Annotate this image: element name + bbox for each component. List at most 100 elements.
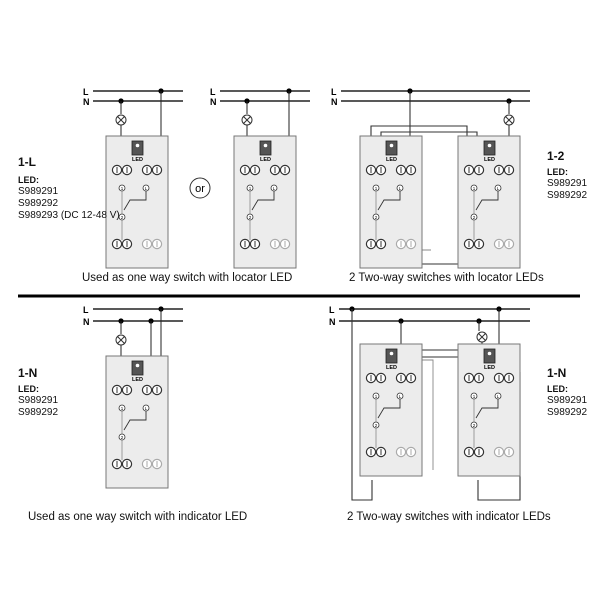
led-icon [263,143,268,148]
lamp-cross [117,116,125,124]
panel-1n-left-caption: Used as one way switch with indicator LE… [28,511,248,523]
led-block [483,140,496,156]
contact-2-label: 2 [473,423,476,428]
led-block [385,348,398,364]
panel-12-model: S989292 [547,190,588,201]
switch-module: LED 1 2 L [105,135,169,269]
led-icon [135,143,140,148]
contact-1-label: 1 [121,406,124,411]
contact-2-label: 2 [375,215,378,220]
led-tag: LED [484,365,495,371]
panel-12-caption: 2 Two-way switches with locator LEDs [349,272,544,284]
switch-lever [123,411,147,431]
panel-1n-right-code: 1-N [547,366,567,380]
contact-1-label: 1 [375,394,378,399]
contact-2-label: 2 [375,423,378,428]
switch-module: LED 1 2 L [457,135,521,269]
panel-1l-code: 1-L [18,155,36,169]
line-label-n: N [83,97,90,107]
contact-2-label: 2 [121,215,124,220]
line-label-l: L [331,87,337,97]
switch-lever [475,399,499,419]
switch-lever [377,191,401,211]
line-label-n: N [329,317,336,327]
switch-module: LED 1 2 L [457,343,521,477]
panel-1n-right-info: 1-N LED: S989291 S989292 [547,367,587,419]
panel-1n-left-code: 1-N [18,366,38,380]
led-tag: LED [484,157,495,163]
lamp-cross [243,116,251,124]
panel-1l-caption: Used as one way switch with locator LED [82,272,293,284]
contact-2-label: 2 [121,435,124,440]
led-block [131,360,144,376]
contact-l-label: L [145,406,148,411]
neutral-return [351,309,373,501]
led-block [385,140,398,156]
contact-l-label: L [497,394,500,399]
or-label: or [195,183,205,195]
led-tag: LED [386,365,397,371]
line-label-n: N [331,97,338,107]
switch-module: LED 1 2 L [105,355,169,489]
led-icon [389,351,394,356]
switch-module: LED 1 2 L [359,343,423,477]
contact-1-label: 1 [473,186,476,191]
contact-1-label: 1 [249,186,252,191]
panel-1n-left-model: S989291 [18,395,59,406]
switch-lever [123,191,147,211]
line-label-l: L [329,305,335,315]
panel-12-led-heading: LED: [547,167,568,177]
panel-1n-right-led-heading: LED: [547,384,568,394]
switch-lever [475,191,499,211]
switch-modules: LNLED12LLNLED12LLNLED12LLED12LLNLED12LLN… [83,87,521,489]
contact-1-label: 1 [121,186,124,191]
panel-1n-left-info: 1-N LED: S989291 S989292 [18,367,58,419]
contact-l-label: L [399,394,402,399]
led-tag: LED [386,157,397,163]
contact-l-label: L [145,186,148,191]
led-block [483,348,496,364]
contact-l-label: L [399,186,402,191]
switch-module: LED 1 2 L [359,135,423,269]
switch-module: LED 1 2 L [233,135,297,269]
switch-lever [251,191,275,211]
line-label-n: N [83,317,90,327]
panel-1n-right-model: S989291 [547,395,588,406]
contact-1-label: 1 [375,186,378,191]
panel-1l-model: S989293 (DC 12-48 V) [18,210,120,221]
lamp-cross [478,333,486,341]
lamp-cross [505,116,513,124]
contact-2-label: 2 [473,215,476,220]
led-tag: LED [132,377,143,383]
led-tag: LED [260,157,271,163]
line-label-l: L [83,305,89,315]
panel-1n-right-caption: 2 Two-way switches with indicator LEDs [347,511,551,523]
line-label-l: L [210,87,216,97]
led-icon [487,351,492,356]
panel-1l-led-heading: LED: [18,175,39,185]
line-label-l: L [83,87,89,97]
line-label-n: N [210,97,217,107]
contact-1-label: 1 [473,394,476,399]
led-block [259,140,272,156]
bridge-wire [420,359,434,470]
panel-1n-left-model: S989292 [18,407,59,418]
led-icon [135,363,140,368]
contact-l-label: L [497,186,500,191]
led-block [131,140,144,156]
contact-2-label: 2 [249,215,252,220]
wiring-lines [93,88,530,501]
led-icon [389,143,394,148]
led-tag: LED [132,157,143,163]
panel-12-info: 1-2 LED: S989291 S989292 [547,150,587,202]
panel-1l-model: S989292 [18,198,59,209]
contact-l-label: L [273,186,276,191]
panel-12-code: 1-2 [547,149,565,163]
panel-1n-left-led-heading: LED: [18,384,39,394]
or-badge [189,177,211,199]
switch-lever [377,399,401,419]
panel-1l-model: S989291 [18,186,59,197]
panel-1n-right-model: S989292 [547,407,588,418]
panel-1l-info: 1-L LED: S989291 S989292 S989293 (DC 12-… [18,156,120,222]
